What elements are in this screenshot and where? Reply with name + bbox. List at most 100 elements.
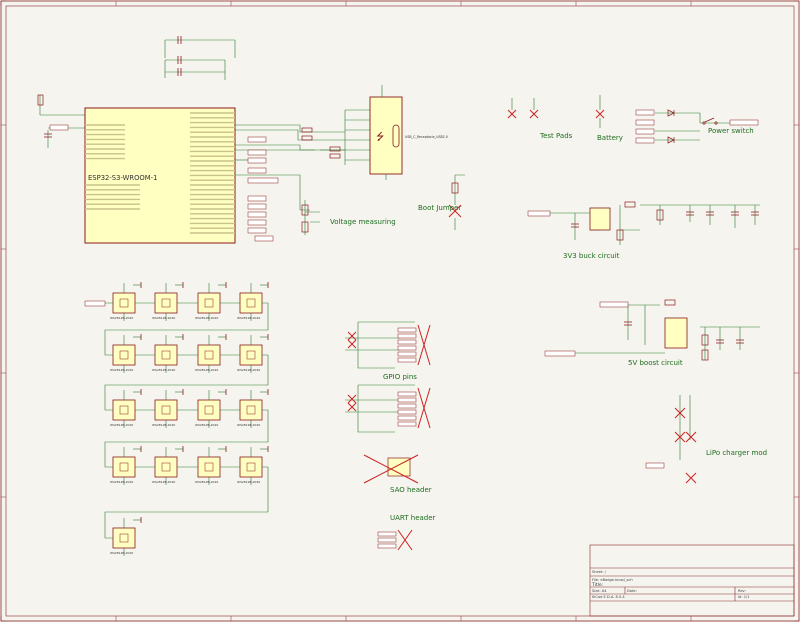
led-body xyxy=(112,292,136,314)
led-ws2812b: WS2812B-2020 xyxy=(152,446,184,485)
led-ws2812b: WS2812B-2020 xyxy=(110,389,142,428)
led-part-label: WS2812B-2020 xyxy=(237,423,260,427)
resistor-top-left xyxy=(37,94,44,106)
led-body xyxy=(154,344,178,366)
led-body xyxy=(154,456,178,478)
uart-pin-boxes xyxy=(377,531,397,549)
lipo-net-label xyxy=(645,462,665,469)
lipo-charger xyxy=(679,395,691,460)
led-part-label: WS2812B-2020 xyxy=(152,316,175,320)
test-pads xyxy=(507,109,605,119)
led-die xyxy=(246,298,256,308)
led-body xyxy=(197,344,221,366)
led-ws2812b: WS2812B-2020 xyxy=(237,446,269,485)
gpio-header-frames xyxy=(345,321,415,433)
led-die xyxy=(119,298,129,308)
buck-wires xyxy=(545,204,760,245)
led-ws2812b: WS2812B-2020 xyxy=(152,282,184,321)
test-pad-wires xyxy=(511,95,601,128)
usb-c-ref: USB_C_Receptacle_USB2.0 xyxy=(405,135,448,139)
divider-resistors xyxy=(301,204,309,233)
boot-resistor xyxy=(451,182,459,194)
sao-dnp xyxy=(363,454,419,484)
lipo-charger-heading: LiPo charger mod xyxy=(706,449,767,457)
led-ws2812b: WS2812B-2020 xyxy=(110,282,142,321)
led-part-label: WS2812B-2020 xyxy=(110,423,133,427)
led-die xyxy=(161,298,171,308)
led-ws2812b: WS2812B-2020 xyxy=(110,517,142,556)
title-block-size: Size: A4 xyxy=(592,589,607,593)
led-die xyxy=(246,350,256,360)
led-die xyxy=(161,350,171,360)
title-block xyxy=(589,544,795,617)
test-pads-heading: Test Pads xyxy=(539,132,573,140)
led-body xyxy=(239,292,263,314)
led-ws2812b: WS2812B-2020 xyxy=(237,389,269,428)
usb-c-wires xyxy=(345,85,387,180)
switch-symbol xyxy=(702,117,718,125)
boot-jumper-heading: Boot Jumper xyxy=(418,204,461,212)
uart-header-heading-line1: UART header xyxy=(390,514,436,522)
title-block-sheet: Sheet: / xyxy=(592,570,607,574)
esp32-pin-labels xyxy=(85,112,235,234)
led-ws2812b: WS2812B-2020 xyxy=(110,334,142,373)
led-ws2812b: WS2812B-2020 xyxy=(195,334,227,373)
led-body xyxy=(154,399,178,421)
led-body xyxy=(154,292,178,314)
led-body xyxy=(197,456,221,478)
led-ws2812b: WS2812B-2020 xyxy=(152,389,184,428)
usb-c-receptacle xyxy=(369,96,403,175)
boost-regulator xyxy=(664,317,688,349)
buck-circuit-heading: 3V3 buck circuit xyxy=(563,252,620,260)
led-part-label: WS2812B-2020 xyxy=(237,316,260,320)
led-part-label: WS2812B-2020 xyxy=(195,423,218,427)
usb-c-icon: ⭍ xyxy=(376,131,384,143)
led-ws2812b: WS2812B-2020 xyxy=(237,334,269,373)
boot-jumper-dnp xyxy=(448,204,462,218)
led-die xyxy=(204,350,214,360)
led-part-label: WS2812B-2020 xyxy=(152,423,175,427)
diodes xyxy=(667,109,675,144)
led-part-label: WS2812B-2020 xyxy=(195,368,218,372)
led-part-label: WS2812B-2020 xyxy=(195,316,218,320)
led-part-label: WS2812B-2020 xyxy=(152,368,175,372)
buck-passives xyxy=(616,201,664,241)
switch-net-labels xyxy=(635,109,759,144)
gpio-pins-heading: GPIO pins xyxy=(383,373,417,381)
led-die xyxy=(204,298,214,308)
led-part-label: WS2812B-2020 xyxy=(110,368,133,372)
led-die xyxy=(246,462,256,472)
gpio-pin-boxes xyxy=(397,327,417,427)
title-block-file: File: eBadge.kicad_sch xyxy=(592,578,633,582)
led-die xyxy=(119,405,129,415)
led-body xyxy=(197,292,221,314)
led-die xyxy=(119,533,129,543)
led-ws2812b: WS2812B-2020 xyxy=(110,446,142,485)
led-body xyxy=(112,344,136,366)
led-ws2812b: WS2812B-2020 xyxy=(195,446,227,485)
led-ws2812b: WS2812B-2020 xyxy=(152,334,184,373)
title-block-title: Title: xyxy=(591,582,603,588)
esp32-right-labels xyxy=(49,124,279,242)
led-die xyxy=(161,405,171,415)
led-die xyxy=(161,462,171,472)
battery-heading: Battery xyxy=(597,134,623,142)
power-switch-heading: Power switch xyxy=(708,127,754,135)
led-part-label: WS2812B-2020 xyxy=(110,316,133,320)
led-die xyxy=(204,405,214,415)
voltage-divider xyxy=(304,200,320,235)
boost-caps xyxy=(624,321,744,344)
led-input-label xyxy=(84,300,106,307)
led-die xyxy=(119,462,129,472)
led-body xyxy=(239,399,263,421)
esp32-net-wires xyxy=(235,110,346,223)
sao-header-heading: SAO header xyxy=(390,486,432,494)
boost-net-labels xyxy=(544,301,629,357)
voltage-measuring-heading: Voltage measuring xyxy=(330,218,396,226)
title-block-date: Date: xyxy=(627,589,637,593)
uart-dnp xyxy=(397,529,413,551)
lipo-dnp-marks xyxy=(674,407,697,484)
gpio-dnp-marks xyxy=(347,324,431,429)
led-ws2812b: WS2812B-2020 xyxy=(237,282,269,321)
